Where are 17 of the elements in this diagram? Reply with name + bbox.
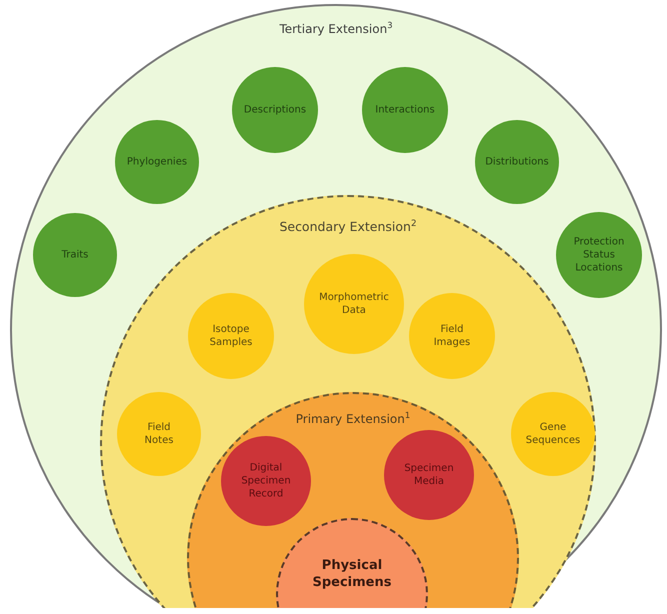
circle-label: Field Notes	[144, 421, 174, 447]
circle-label: Tertiary Extension$^{3}$	[278, 20, 394, 38]
circle-label: Phylogenies	[126, 156, 188, 168]
circle-label: Gene Sequences	[524, 421, 582, 447]
circle-label: Morphometric Data	[318, 291, 390, 317]
circle-label: Digital Specimen Record	[240, 462, 292, 500]
circle-label: Secondary Extension$^{2}$	[278, 219, 418, 236]
circle-label: Descriptions	[242, 104, 308, 116]
circle-label: Isotope Samples	[208, 323, 254, 349]
circle-label: Primary Extension$^{1}$	[294, 410, 412, 428]
circle-label: Protection Status Locations	[572, 236, 626, 274]
circle-label: Specimen Media	[403, 462, 455, 488]
circle-label: Distributions	[484, 156, 550, 168]
circle-label: Traits	[60, 248, 90, 262]
circle-label: Interactions	[374, 104, 436, 116]
circle-label: Field Images	[432, 323, 472, 349]
circle-label: Physical Specimens	[311, 558, 392, 592]
